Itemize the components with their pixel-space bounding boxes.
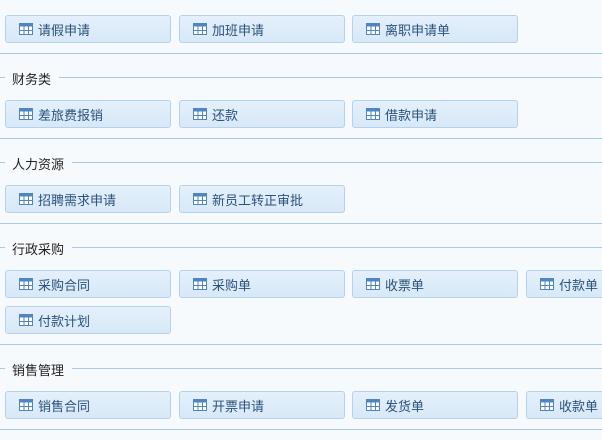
resignation-form-button[interactable]: 离职申请单	[352, 15, 518, 43]
receipt-button[interactable]: 收款单	[526, 391, 602, 419]
delivery-note-button[interactable]: 发货单	[352, 391, 518, 419]
resignation-form-label: 离职申请单	[385, 23, 451, 39]
section-title-sales: 销售管理	[12, 360, 71, 379]
travel-expense-label: 差旅费报销	[38, 108, 104, 124]
table-icon	[19, 108, 33, 120]
table-icon	[366, 23, 380, 35]
payment-order-button[interactable]: 付款单	[526, 270, 602, 298]
table-icon	[366, 108, 380, 120]
section-hr: 招聘需求申请 新员工转正审批	[0, 185, 602, 228]
recruitment-request-button[interactable]: 招聘需求申请	[5, 185, 171, 213]
sales-contract-label: 销售合同	[38, 399, 91, 415]
purchase-contract-button[interactable]: 采购合同	[5, 270, 171, 298]
table-icon	[366, 278, 380, 290]
leave-request-label: 请假申请	[38, 23, 91, 39]
section-header-sales: 销售管理	[0, 359, 602, 379]
delivery-note-label: 发货单	[385, 399, 425, 415]
payment-plan-label: 付款计划	[38, 314, 91, 330]
probation-approval-button[interactable]: 新员工转正审批	[179, 185, 345, 213]
section-title-procurement: 行政采购	[12, 239, 71, 258]
sales-contract-button[interactable]: 销售合同	[5, 391, 171, 419]
section-divider	[0, 344, 602, 345]
table-icon	[193, 193, 207, 205]
purchase-order-label: 采购单	[212, 278, 252, 294]
table-icon	[19, 193, 33, 205]
loan-request-label: 借款申请	[385, 108, 438, 124]
section-finance: 差旅费报销 还款 借款申请	[0, 100, 602, 143]
table-icon	[19, 314, 33, 326]
table-icon	[193, 399, 207, 411]
section-header-hr: 人力资源	[0, 153, 602, 173]
section-divider	[0, 138, 602, 139]
table-icon	[193, 278, 207, 290]
section-divider	[0, 53, 602, 54]
section-title-hr: 人力资源	[12, 154, 71, 173]
payment-order-label: 付款单	[559, 278, 599, 294]
loan-request-button[interactable]: 借款申请	[352, 100, 518, 128]
table-icon	[19, 23, 33, 35]
section-sales: 销售合同 开票申请 发货单 收款单	[0, 391, 602, 434]
section-header-finance: 财务类	[0, 68, 602, 88]
section-title-finance: 财务类	[12, 69, 58, 88]
overtime-request-button[interactable]: 加班申请	[179, 15, 345, 43]
receipt-label: 收款单	[559, 399, 599, 415]
section-divider	[0, 223, 602, 224]
invoice-request-label: 开票申请	[212, 399, 265, 415]
recruitment-request-label: 招聘需求申请	[38, 193, 117, 209]
table-icon	[540, 278, 554, 290]
table-icon	[19, 399, 33, 411]
table-icon	[193, 23, 207, 35]
section-procurement: 采购合同 采购单 收票单 付款单 付款计划	[0, 270, 602, 340]
invoice-request-button[interactable]: 开票申请	[179, 391, 345, 419]
invoice-receipt-label: 收票单	[385, 278, 425, 294]
table-icon	[540, 399, 554, 411]
repayment-label: 还款	[212, 108, 239, 124]
section-general: 请假申请 加班申请 离职申请单	[0, 15, 602, 58]
payment-plan-button[interactable]: 付款计划	[5, 306, 171, 334]
invoice-receipt-button[interactable]: 收票单	[352, 270, 518, 298]
travel-expense-button[interactable]: 差旅费报销	[5, 100, 171, 128]
repayment-button[interactable]: 还款	[179, 100, 345, 128]
section-divider	[0, 429, 602, 430]
overtime-request-label: 加班申请	[212, 23, 265, 39]
table-icon	[366, 399, 380, 411]
table-icon	[193, 108, 207, 120]
section-header-procurement: 行政采购	[0, 238, 602, 258]
purchase-contract-label: 采购合同	[38, 278, 91, 294]
probation-approval-label: 新员工转正审批	[212, 193, 304, 209]
leave-request-button[interactable]: 请假申请	[5, 15, 171, 43]
table-icon	[19, 278, 33, 290]
purchase-order-button[interactable]: 采购单	[179, 270, 345, 298]
